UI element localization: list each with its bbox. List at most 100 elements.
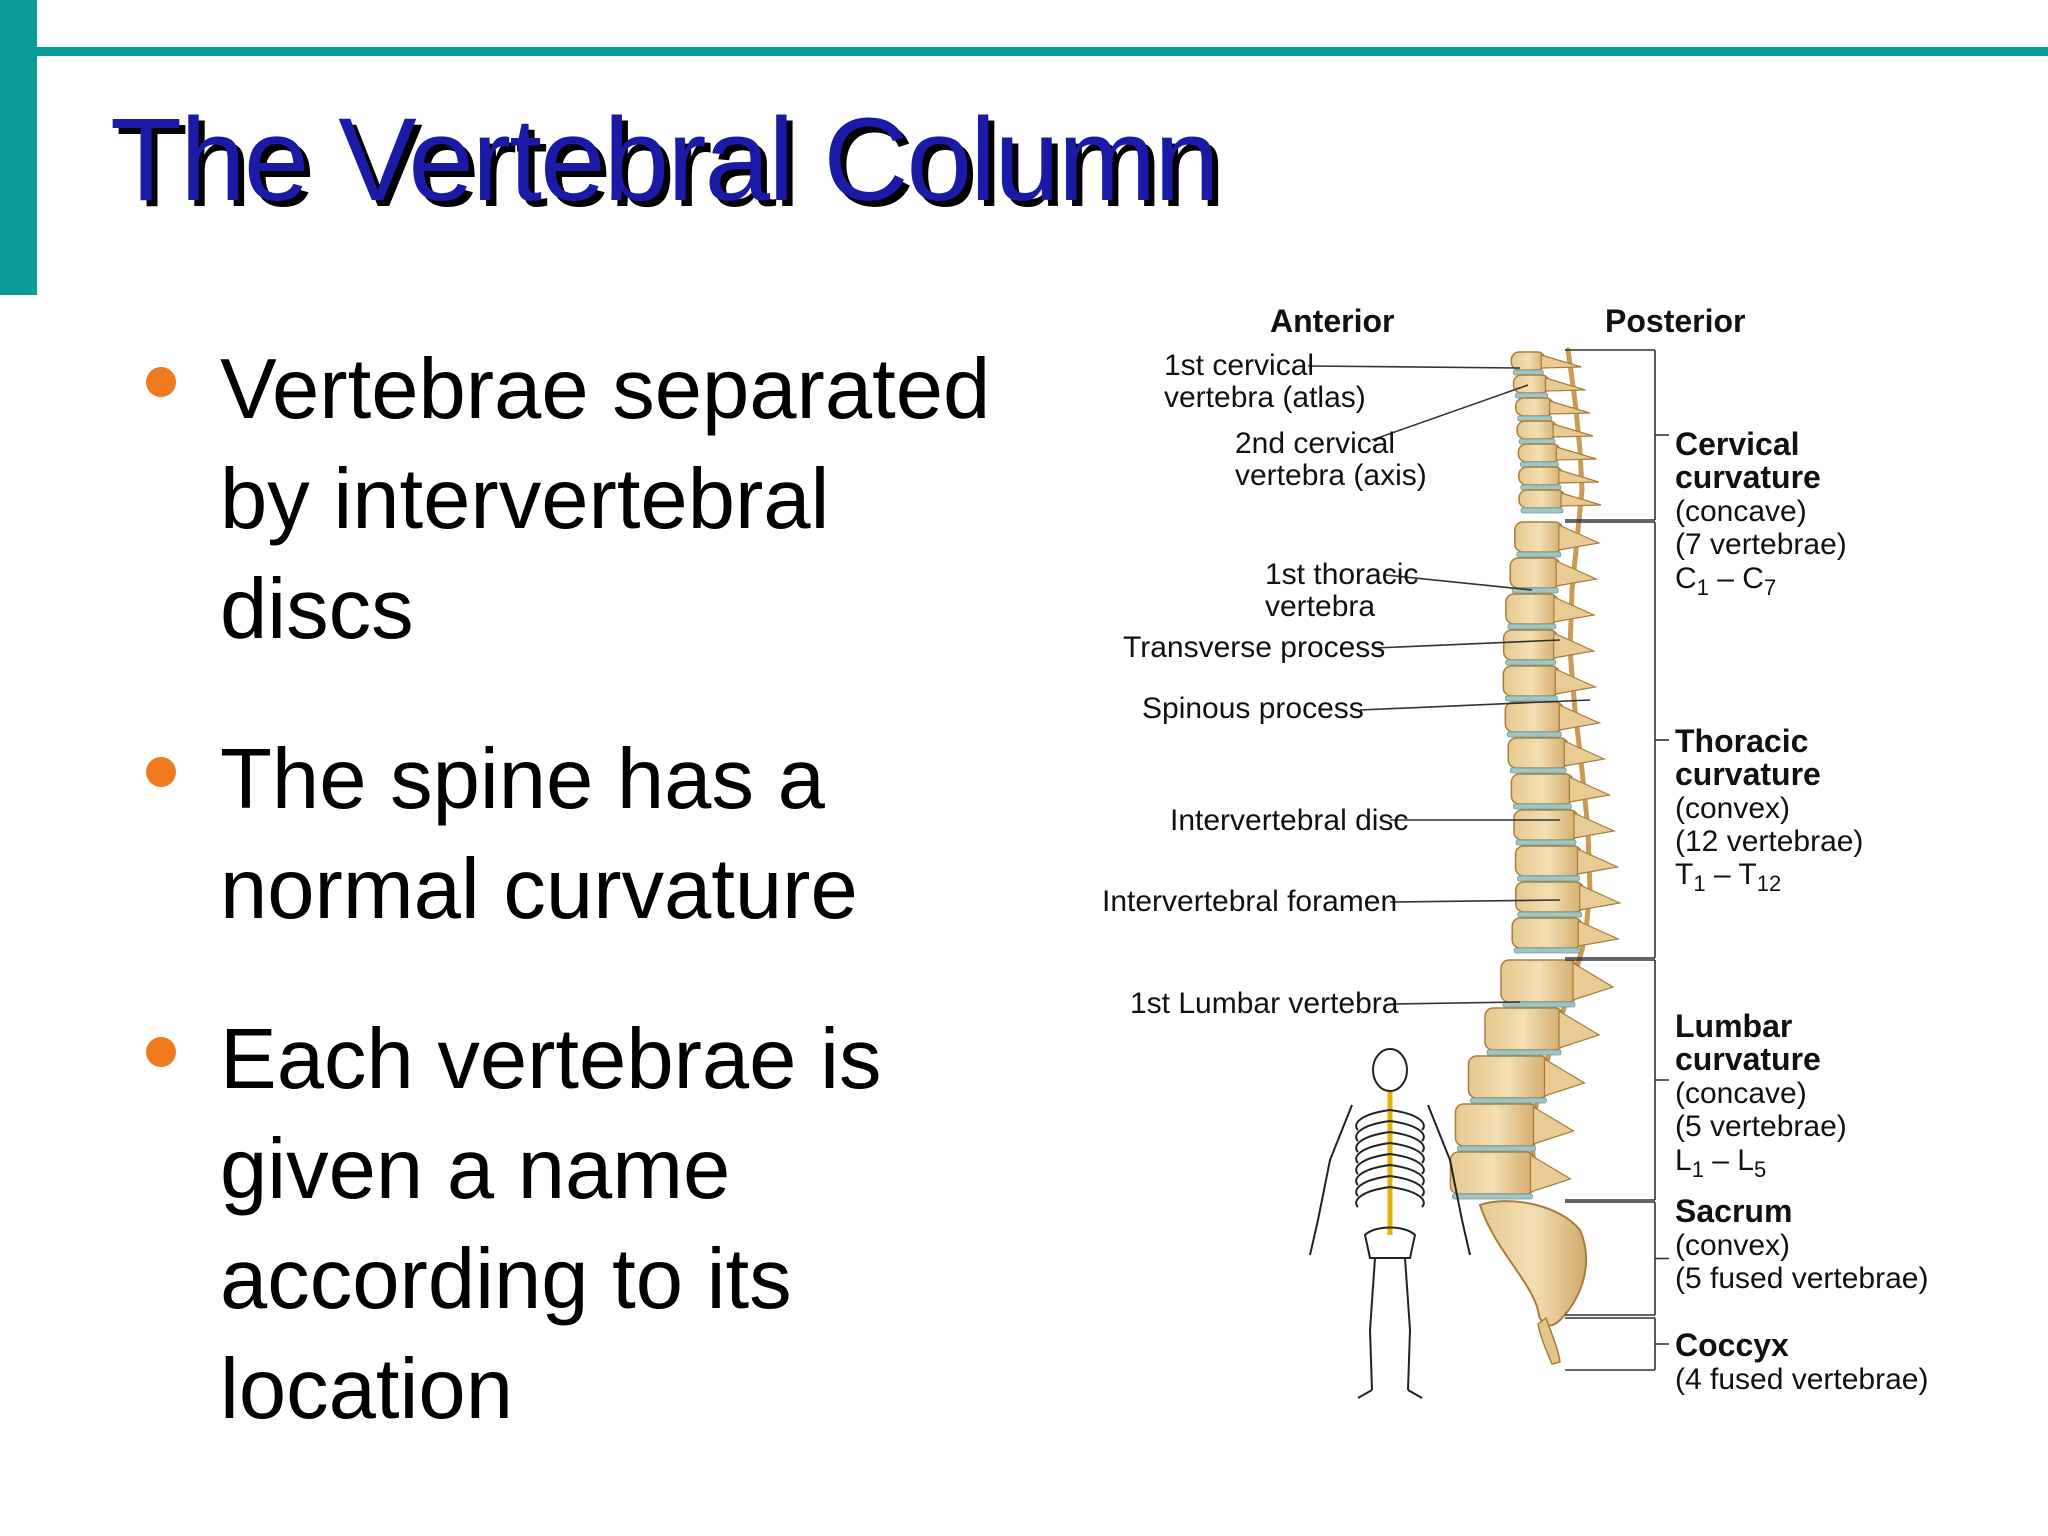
vertebra-body [1504, 701, 1565, 733]
vertebra-body [1514, 881, 1585, 913]
spinous-process [1563, 740, 1607, 767]
spinous-process [1544, 377, 1586, 392]
cervical-detail-1: (concave) [1675, 495, 1807, 528]
rib-right-icon [1389, 1186, 1425, 1208]
spinous-process [1576, 848, 1620, 875]
thoracic-name-line1: Thoracic [1675, 723, 1808, 759]
rib-right-icon [1389, 1175, 1425, 1197]
vertebra-body [1514, 521, 1564, 553]
spinous-process [1553, 632, 1596, 659]
spine-illustration [1449, 347, 1622, 1365]
label-axis-line1: 2nd cervical [1235, 427, 1395, 460]
rib-left-icon [1355, 1164, 1391, 1186]
label-atlas-line2: vertebra (atlas) [1164, 381, 1366, 414]
intervertebral-disc [1515, 839, 1577, 846]
vertebra-body [1505, 593, 1559, 625]
vertebral-column-figure: Anterior Posterior 1st cervical vertebra… [1090, 290, 2010, 1440]
leader-lines [1307, 365, 1591, 1005]
lumbar-detail-2: (5 vertebrae) [1675, 1110, 1847, 1143]
leg-right-icon [1404, 1257, 1412, 1391]
rib-left-icon [1355, 1153, 1391, 1175]
vertebra-body [1518, 466, 1564, 486]
leader-line [1359, 699, 1591, 711]
label-spinous-process: Spinous process [1142, 692, 1364, 725]
sacrum-detail-1: (convex) [1675, 1229, 1790, 1262]
label-axis-line2: vertebra (axis) [1235, 459, 1427, 492]
label-intervertebral-disc: Intervertebral disc [1170, 804, 1408, 837]
bullet-text: The spine has a normal curvature [220, 732, 858, 937]
thoracic-detail-1: (convex) [1675, 792, 1790, 825]
spine-diagram: Anterior Posterior 1st cervical vertebra… [1102, 303, 1928, 1399]
header-posterior: Posterior [1605, 303, 1745, 339]
rib-left-icon [1355, 1120, 1391, 1142]
intervertebral-disc [1457, 1145, 1536, 1152]
arm-left-icon [1309, 1104, 1353, 1256]
intervertebral-disc [1513, 947, 1581, 954]
spinous-process [1558, 1009, 1601, 1049]
spinous-process [1552, 423, 1594, 438]
spinous-process [1529, 1153, 1572, 1193]
vertebra-body [1502, 629, 1559, 661]
leg-left-icon [1368, 1257, 1376, 1391]
leader-line [1389, 899, 1561, 903]
bullet-text: Vertebrae separated by intervertebral di… [220, 342, 991, 657]
arm-right-icon [1427, 1104, 1471, 1256]
vertebra-body [1509, 557, 1561, 589]
rib-left-icon [1355, 1131, 1391, 1153]
intervertebral-disc [1512, 803, 1572, 810]
lumbar-range: L1 – L5 [1675, 1144, 1766, 1182]
foot-right-icon [1407, 1389, 1423, 1399]
coccyx-name: Coccyx [1675, 1327, 1789, 1363]
spinous-process [1532, 1105, 1575, 1145]
intervertebral-disc [1502, 1001, 1576, 1008]
header-anterior: Anterior [1270, 303, 1394, 339]
rib-right-icon [1389, 1109, 1425, 1131]
skeleton-icon [1309, 1048, 1471, 1399]
vertebra-body [1502, 665, 1561, 697]
lumbar-name-line2: curvature [1675, 1041, 1821, 1077]
intervertebral-disc [1504, 695, 1558, 702]
bullet-item: Each vertebrae is given a name according… [140, 1005, 1040, 1445]
coccyx-bone [1537, 1316, 1561, 1365]
cervical-detail-2: (7 vertebrae) [1675, 528, 1847, 561]
rib-right-icon [1389, 1131, 1425, 1153]
lumbar-name-line1: Lumbar [1675, 1008, 1792, 1044]
rib-left-icon [1355, 1142, 1391, 1164]
bullet-list: Vertebrae separated by intervertebral di… [140, 335, 1040, 1505]
spinous-process [1558, 704, 1602, 731]
spinous-process [1572, 961, 1615, 1001]
spinous-process [1568, 776, 1612, 803]
pelvis-icon [1363, 1226, 1417, 1259]
bullet-item: The spine has a normal curvature [140, 725, 1040, 945]
rib-right-icon [1389, 1120, 1425, 1142]
spinous-process [1579, 884, 1622, 911]
spinous-process [1555, 446, 1597, 461]
thoracic-range: T1 – T12 [1675, 858, 1781, 896]
coccyx-detail-1: (4 fused vertebrae) [1675, 1363, 1928, 1396]
vertebra-body [1514, 845, 1583, 877]
vertebra-body [1513, 809, 1579, 841]
intervertebral-disc [1517, 875, 1580, 882]
rib-left-icon [1355, 1186, 1391, 1208]
vertebra-body [1454, 1103, 1539, 1147]
label-transverse-process: Transverse process [1123, 631, 1385, 664]
vertebra-body [1516, 420, 1558, 440]
vertebra-body [1511, 917, 1583, 949]
intervertebral-disc [1506, 731, 1562, 738]
spinous-process [1555, 560, 1599, 587]
thoracic-detail-2: (12 vertebrae) [1675, 825, 1863, 858]
vertebra-body [1500, 959, 1578, 1003]
intervertebral-disc [1516, 551, 1562, 558]
cervical-name-line2: curvature [1675, 459, 1821, 495]
leader-line [1374, 639, 1561, 649]
vertebra-body [1507, 737, 1570, 769]
vertebra-body [1517, 443, 1562, 463]
spinous-process [1577, 920, 1621, 947]
spinous-process [1553, 596, 1596, 623]
spinous-process [1549, 400, 1590, 415]
leader-line [1371, 384, 1529, 441]
label-atlas-line1: 1st cervical [1164, 349, 1314, 382]
bullet-text: Each vertebrae is given a name according… [220, 1012, 882, 1437]
intervertebral-disc [1509, 767, 1567, 774]
vertebra-body [1518, 489, 1566, 509]
